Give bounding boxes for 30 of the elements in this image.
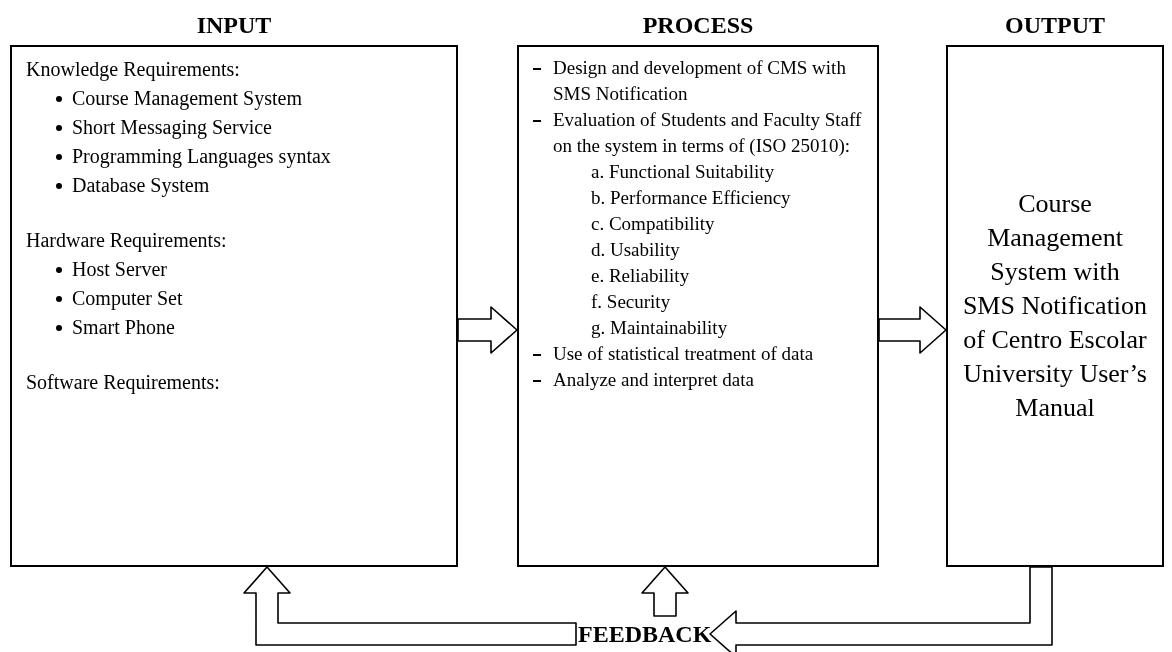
- list-item: b. Performance Efficiency: [590, 186, 792, 210]
- list-item: g. Maintainability: [590, 316, 729, 340]
- block-arrow: [243, 566, 577, 646]
- list-item: Short Messaging Service: [72, 115, 272, 141]
- list-item: Computer Set: [72, 286, 183, 312]
- list-item: Programming Languages syntax: [72, 144, 331, 170]
- list-item: Course Management System: [72, 86, 302, 112]
- block-arrow: [457, 306, 518, 354]
- requirement-heading: Knowledge Requirements:: [26, 57, 241, 83]
- list-item: e. Reliability: [590, 264, 691, 288]
- list-item: Evaluation of Students and Faculty Staff on the system in terms of (ISO 25010):: [553, 108, 863, 158]
- list-item: Design and development of CMS with SMS Notification: [553, 56, 847, 106]
- requirement-heading: Hardware Requirements:: [26, 228, 228, 254]
- block-arrow: [878, 306, 947, 354]
- list-item: c. Compatibility: [590, 212, 716, 236]
- list-item: Database System: [72, 173, 210, 199]
- column-heading: PROCESS: [641, 11, 755, 40]
- output-text: Course Management System with SMS Notification of Centro Escolar University User’s Manual: [962, 188, 1148, 424]
- list-item: Host Server: [72, 257, 167, 282]
- list-item: d. Usability: [590, 238, 681, 262]
- block-arrow: [709, 566, 1053, 652]
- list-item: a. Functional Suitability: [590, 160, 776, 184]
- column-heading: INPUT: [195, 11, 273, 40]
- requirement-heading: Software Requirements:: [26, 370, 221, 396]
- column-heading: OUTPUT: [1004, 11, 1106, 40]
- block-arrow: [641, 566, 689, 617]
- list-item: Use of statistical treatment of data: [553, 342, 814, 366]
- list-item: f. Security: [590, 290, 672, 314]
- list-item: Analyze and interpret data: [553, 368, 754, 392]
- list-item: Smart Phone: [72, 315, 175, 340]
